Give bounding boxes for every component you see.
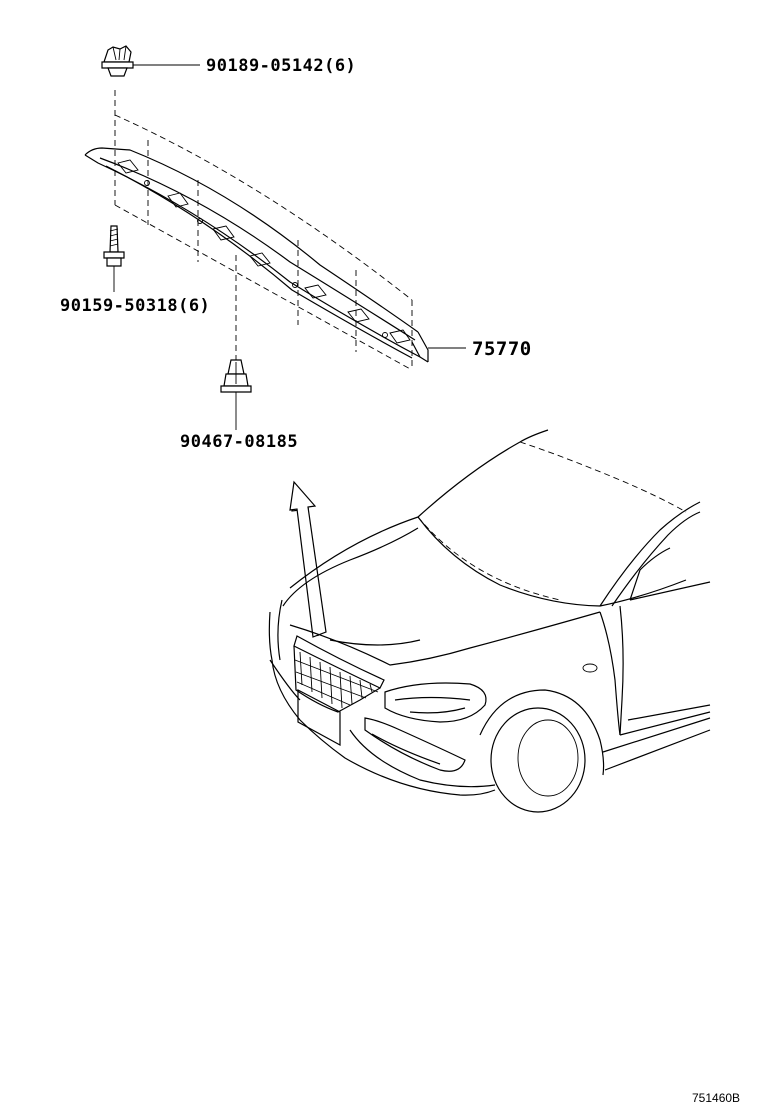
part-label-clip-bottom: 90467-08185	[180, 432, 299, 452]
part-label-seal: 75770	[472, 338, 532, 360]
car-front-view	[268, 429, 711, 813]
clip-bottom-icon	[220, 359, 252, 393]
hood-seal-strip	[84, 147, 429, 363]
part-label-screw: 90159-50318(6)	[60, 296, 211, 316]
clip-top-icon	[101, 45, 134, 77]
location-arrow-icon	[289, 480, 327, 638]
projection-lines	[114, 90, 413, 371]
part-label-clip-top: 90189-05142(6)	[206, 56, 357, 76]
screw-icon	[103, 225, 125, 267]
diagram-reference-code: 751460B	[692, 1091, 741, 1105]
